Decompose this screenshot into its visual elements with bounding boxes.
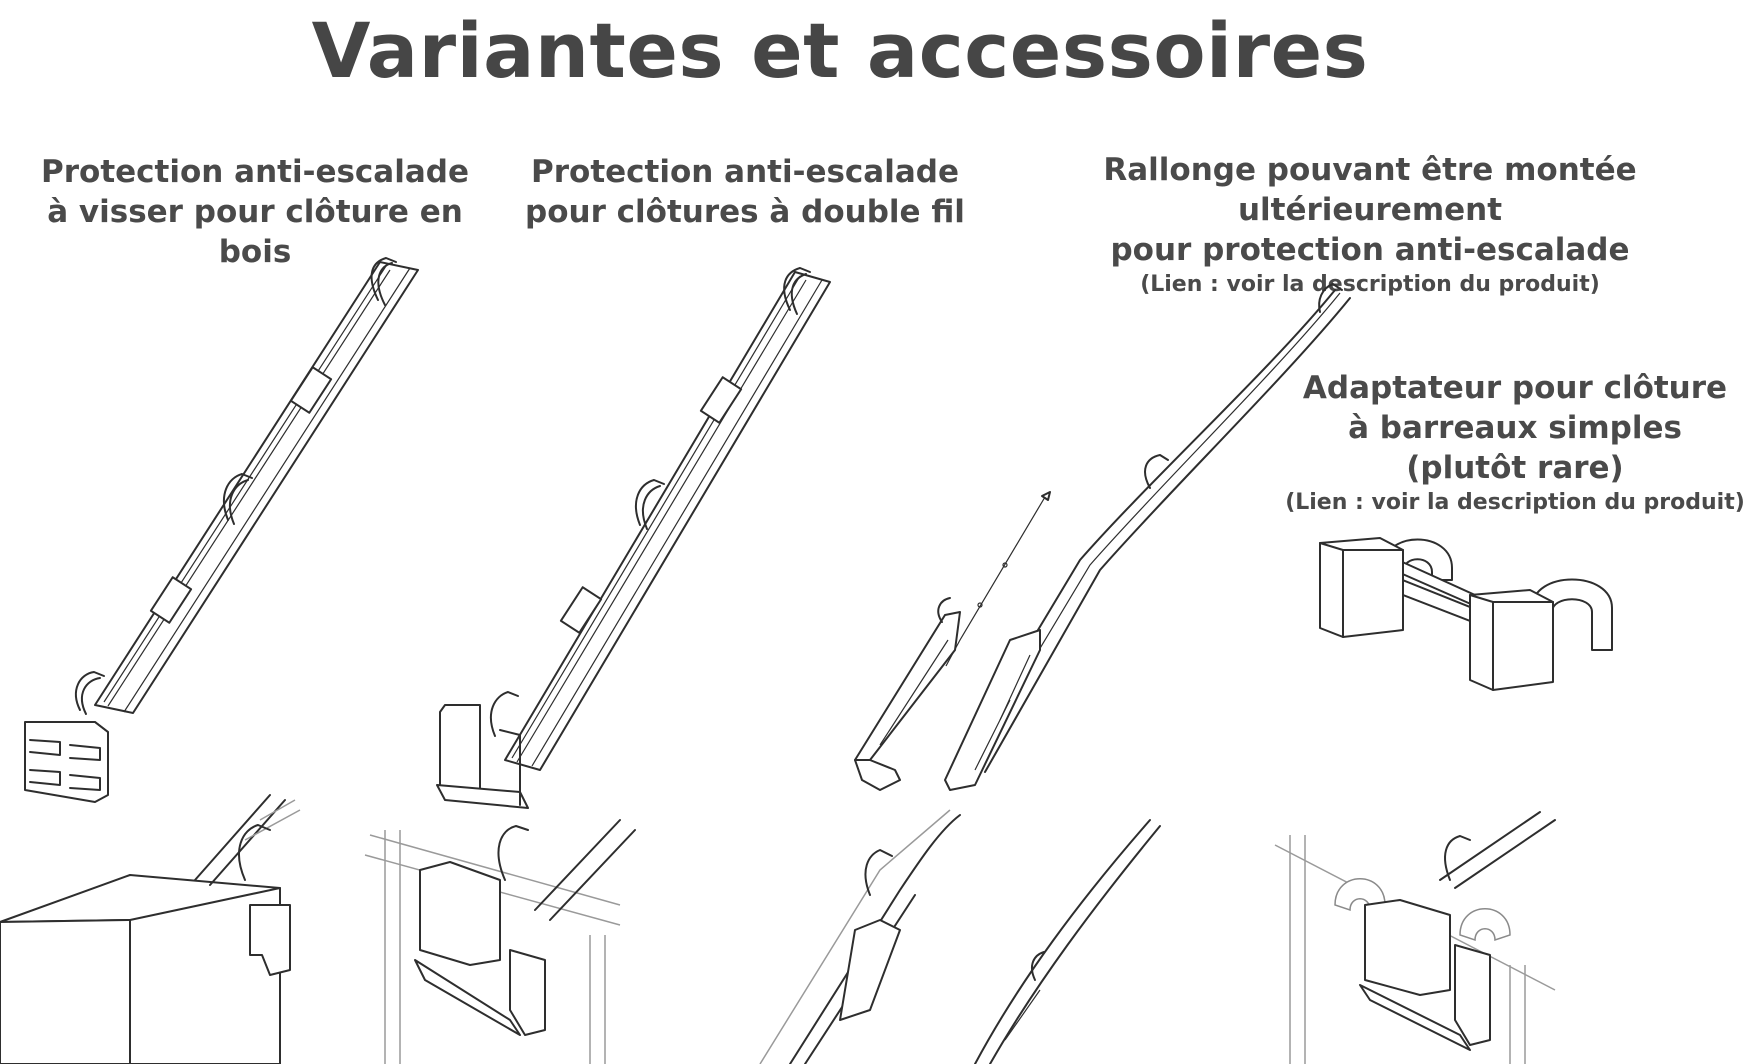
caption-line: à barreaux simples: [1348, 410, 1682, 446]
installed-extension-view: [759, 809, 1161, 1064]
caption-line: pour protection anti-escalade: [1110, 232, 1630, 268]
caption-line: (plutôt rare): [1406, 450, 1624, 486]
caption-line: pour clôtures à double fil: [525, 194, 965, 230]
page-title: Variantes et accessoires: [311, 6, 1369, 95]
caption-note: (Lien : voir la description du produit): [1285, 490, 1745, 515]
installed-adapter-view: [1274, 811, 1556, 1064]
installed-wood-view: [0, 794, 301, 1064]
wood-fence-rail-drawing: [24, 257, 419, 803]
adapter-drawing: [1319, 537, 1613, 691]
caption-line: Protection anti-escalade: [531, 154, 959, 190]
caption-double-wire-fence: Protection anti-escalade pour clôtures à…: [520, 152, 970, 232]
caption-line: Rallonge pouvant être montée ultérieurem…: [1103, 152, 1637, 228]
extension-drawing: [854, 283, 1351, 791]
installed-double-wire-view: [364, 819, 636, 1064]
double-wire-rail-drawing: [436, 267, 831, 809]
caption-line: à visser pour clôture en bois: [47, 194, 463, 270]
caption-note: (Lien : voir la description du produit): [1140, 272, 1600, 297]
caption-line: Adaptateur pour clôture: [1302, 370, 1728, 406]
caption-extension: Rallonge pouvant être montée ultérieurem…: [975, 150, 1763, 300]
caption-adapter: Adaptateur pour clôture à barreaux simpl…: [1270, 368, 1760, 518]
caption-wood-fence: Protection anti-escalade à visser pour c…: [10, 152, 500, 272]
caption-line: Protection anti-escalade: [41, 154, 469, 190]
